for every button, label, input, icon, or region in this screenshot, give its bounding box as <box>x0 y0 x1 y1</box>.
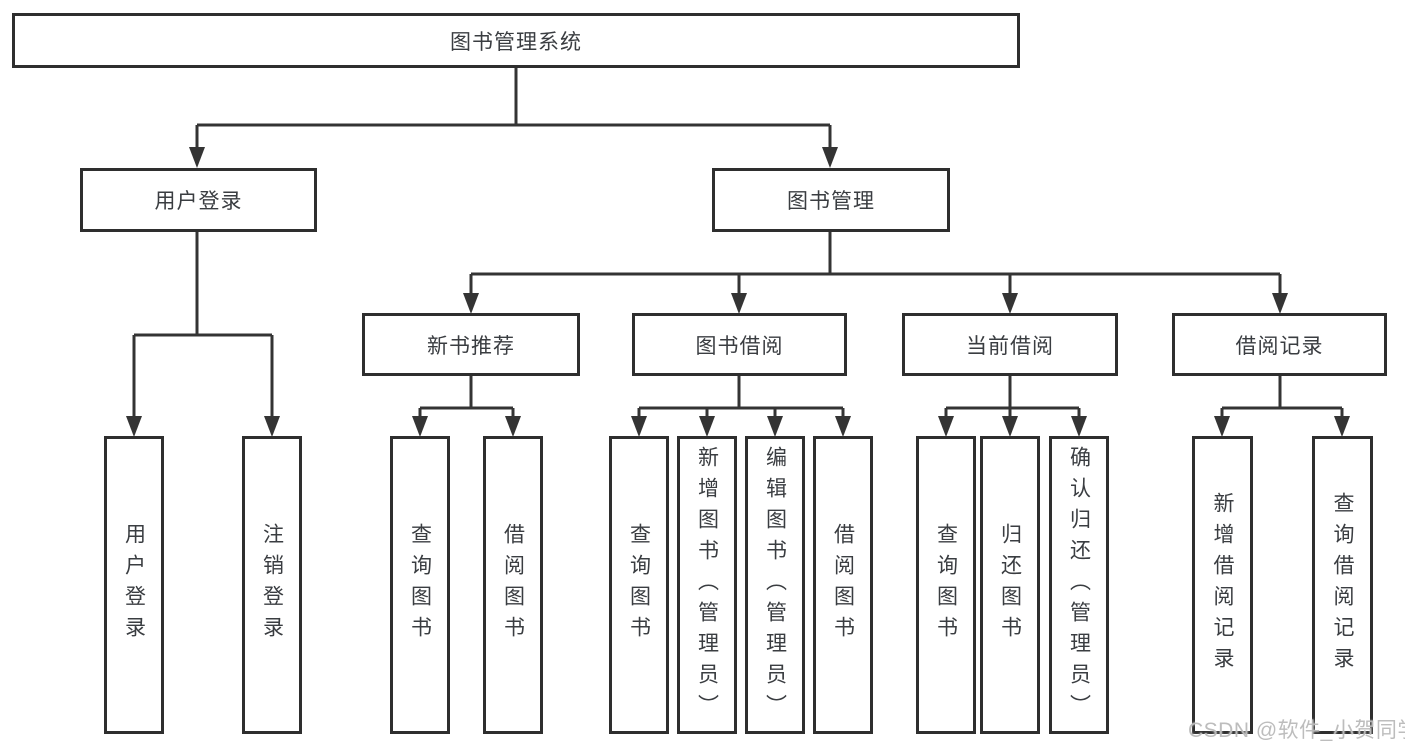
leaf-borrow-books-1-label: 借阅图书 <box>501 523 525 647</box>
leaf-add-borrow-record: 新增借阅记录 <box>1192 436 1253 734</box>
leaf-query-borrow-record: 查询借阅记录 <box>1312 436 1373 734</box>
leaf-borrow-books-2: 借阅图书 <box>813 436 873 734</box>
node-book-management-label: 图书管理 <box>787 190 875 213</box>
node-user-login: 用户登录 <box>80 168 317 232</box>
leaf-query-books-1-label: 查询图书 <box>408 523 432 647</box>
node-root-system: 图书管理系统 <box>12 13 1020 68</box>
leaf-logout-label: 注销登录 <box>260 523 284 647</box>
leaf-confirm-return-admin-label: 确认归还（管理员） <box>1067 445 1091 725</box>
leaf-logout: 注销登录 <box>242 436 302 734</box>
leaf-edit-books-admin: 编辑图书（管理员） <box>745 436 805 734</box>
leaf-query-borrow-record-label: 查询借阅记录 <box>1331 492 1354 678</box>
leaf-confirm-return-admin: 确认归还（管理员） <box>1049 436 1109 734</box>
node-user-login-label: 用户登录 <box>154 190 243 213</box>
leaf-add-borrow-record-label: 新增借阅记录 <box>1211 492 1234 678</box>
connector-strokes <box>132 68 1344 419</box>
node-new-book-recommend: 新书推荐 <box>362 313 580 376</box>
node-borrowing-records: 借阅记录 <box>1172 313 1387 376</box>
node-current-borrowing-label: 当前借阅 <box>966 334 1054 358</box>
node-book-borrowing-label: 图书借阅 <box>695 334 784 358</box>
leaf-borrow-books-1: 借阅图书 <box>483 436 543 734</box>
node-book-borrowing: 图书借阅 <box>632 313 847 376</box>
leaf-user-login: 用户登录 <box>104 436 164 734</box>
leaf-add-books-admin: 新增图书（管理员） <box>677 436 737 734</box>
leaf-return-books-label: 归还图书 <box>998 523 1022 647</box>
leaf-query-books-2: 查询图书 <box>609 436 669 734</box>
leaf-user-login-label: 用户登录 <box>122 523 146 647</box>
arrowheads <box>126 147 1350 437</box>
leaf-return-books: 归还图书 <box>980 436 1040 734</box>
leaf-borrow-books-2-label: 借阅图书 <box>831 523 855 647</box>
leaf-query-books-3-label: 查询图书 <box>934 523 958 647</box>
node-borrowing-records-label: 借阅记录 <box>1235 334 1324 358</box>
watermark-text: CSDN @软件_小贺同学 <box>1188 719 1405 742</box>
leaf-query-books-3: 查询图书 <box>916 436 976 734</box>
node-new-book-recommend-label: 新书推荐 <box>427 334 515 358</box>
node-root-system-label: 图书管理系统 <box>450 30 582 54</box>
node-book-management: 图书管理 <box>712 168 950 232</box>
leaf-query-books-1: 查询图书 <box>390 436 450 734</box>
leaf-query-books-2-label: 查询图书 <box>627 523 651 647</box>
leaf-edit-books-admin-label: 编辑图书（管理员） <box>763 445 787 725</box>
node-current-borrowing: 当前借阅 <box>902 313 1118 376</box>
leaf-add-books-admin-label: 新增图书（管理员） <box>695 445 719 725</box>
